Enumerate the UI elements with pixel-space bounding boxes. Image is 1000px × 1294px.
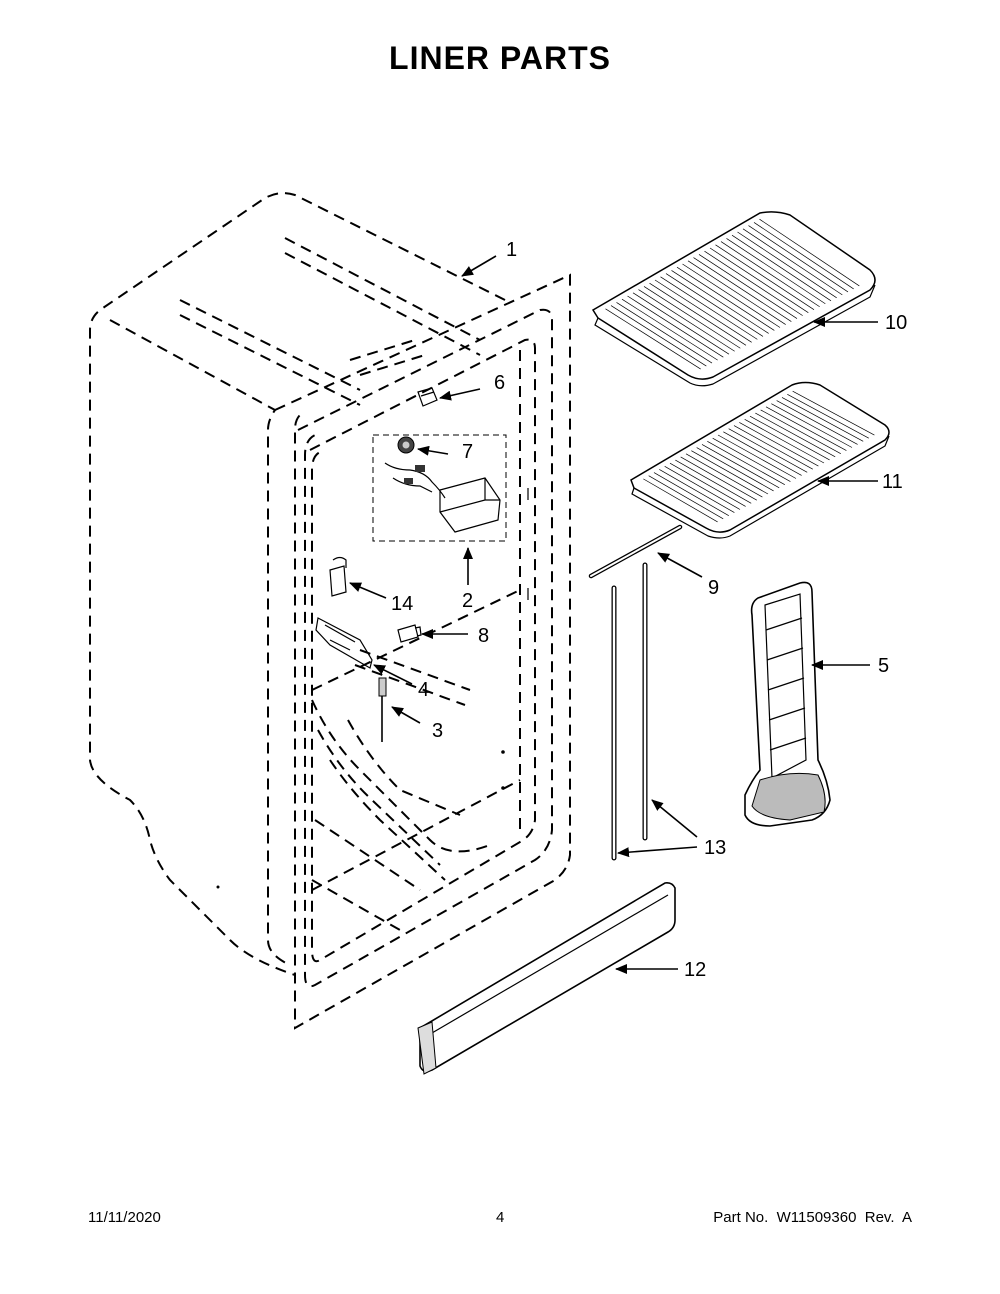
shelf-wire [693,257,792,322]
part-5-duct [744,581,831,827]
shelf-wire [771,403,853,448]
cabinet-liner [89,192,571,1030]
shelf-wire [665,273,764,337]
shelf-wire [669,462,746,507]
shelf-wire [707,440,785,486]
shelf-wire [680,456,757,501]
shelf-wire [685,453,763,498]
shelf-wire [632,292,730,355]
page-title: LINER PARTS [389,40,611,76]
callout-1: 1 [506,239,517,261]
part-4-housing [315,617,373,669]
shelf-wire [723,431,802,476]
callout-12: 12 [684,959,706,981]
shelf-wire [749,415,830,461]
shelf-wire [653,472,729,517]
part-10-upper-shelf [591,211,876,387]
shelf-wire [654,279,752,343]
shelf-wire [720,241,820,308]
shelf-wire [739,422,819,467]
leader-lines [349,255,878,974]
shelf-wire [755,412,836,458]
shelf-wire [682,263,781,328]
detail-box [372,434,507,542]
shelf-wire [748,225,849,293]
shelf-wire [687,260,786,325]
shelf-wire [664,466,741,510]
shelf-wire [696,447,774,492]
callout-8: 8 [478,625,489,647]
shelf-wire [731,234,832,302]
shelf-wire [776,400,858,445]
callout-2: 2 [462,590,473,612]
shelf-wire [616,302,713,364]
footer-date: 11/11/2020 [88,1209,161,1226]
shelf-wire [675,459,752,504]
shelf-wire [698,254,798,319]
shelf-wire [638,289,735,352]
shelf-wire [701,444,780,489]
part-13-strips [611,562,648,861]
part-14-bracket [329,556,347,597]
part-7-knob [397,436,415,454]
shelf-wire [676,266,775,331]
shelf-wire [792,390,875,436]
shelf-wire [659,469,735,513]
shelf-wire [704,250,803,316]
callout-4: 4 [418,679,429,701]
shelf-wire [712,437,791,482]
callout-5: 5 [878,655,889,677]
callout-9: 9 [708,577,719,599]
part-11-lower-shelf [630,381,890,539]
shelf-wire [733,425,813,470]
callouts: 1 6 7 2 14 8 4 3 10 11 9 5 13 12 [391,239,907,981]
part-2-control-assembly [384,462,501,533]
shelf-wire [717,434,797,479]
shelf-wire [605,308,701,370]
shelf-wire [643,286,741,349]
callout-13: 13 [704,837,726,859]
shelf-wire [691,450,769,495]
callout-6: 6 [494,372,505,394]
part-3-probe [378,677,387,742]
callout-11: 11 [882,471,903,493]
shelf-wire [660,276,758,340]
shelf-wire [726,238,826,305]
shelf-wire [787,393,869,439]
shelf-wire [760,409,841,455]
shelf-wire [781,397,864,442]
part-8-screw [397,624,422,643]
callout-3: 3 [432,720,443,742]
callout-7: 7 [462,441,473,463]
shelf-wire [737,231,837,299]
part-12-rail [417,882,676,1075]
shelf-wire [621,298,718,361]
shelf-wire [728,428,808,473]
callout-10: 10 [885,312,907,334]
shelf-wire [610,305,707,367]
footer-part-number: Part No. W11509360 Rev. A [713,1209,912,1226]
shelf-wire [765,406,847,451]
shelf-wire [759,218,860,287]
shelf-wire [648,475,724,520]
part-6-clip [417,387,438,407]
shelf-wire [671,270,769,334]
callout-14: 14 [391,593,413,615]
shelf-wire [709,247,809,313]
shelf-wire [753,222,854,290]
shelf-wire [649,282,747,346]
part-9-strip [588,524,683,579]
shelf-wire [627,295,724,358]
shelf-wire [744,419,825,464]
footer-page-number: 4 [496,1209,505,1226]
shelf-wire [742,228,843,296]
shelf-wire [643,478,718,523]
shelf-wire [715,244,815,310]
